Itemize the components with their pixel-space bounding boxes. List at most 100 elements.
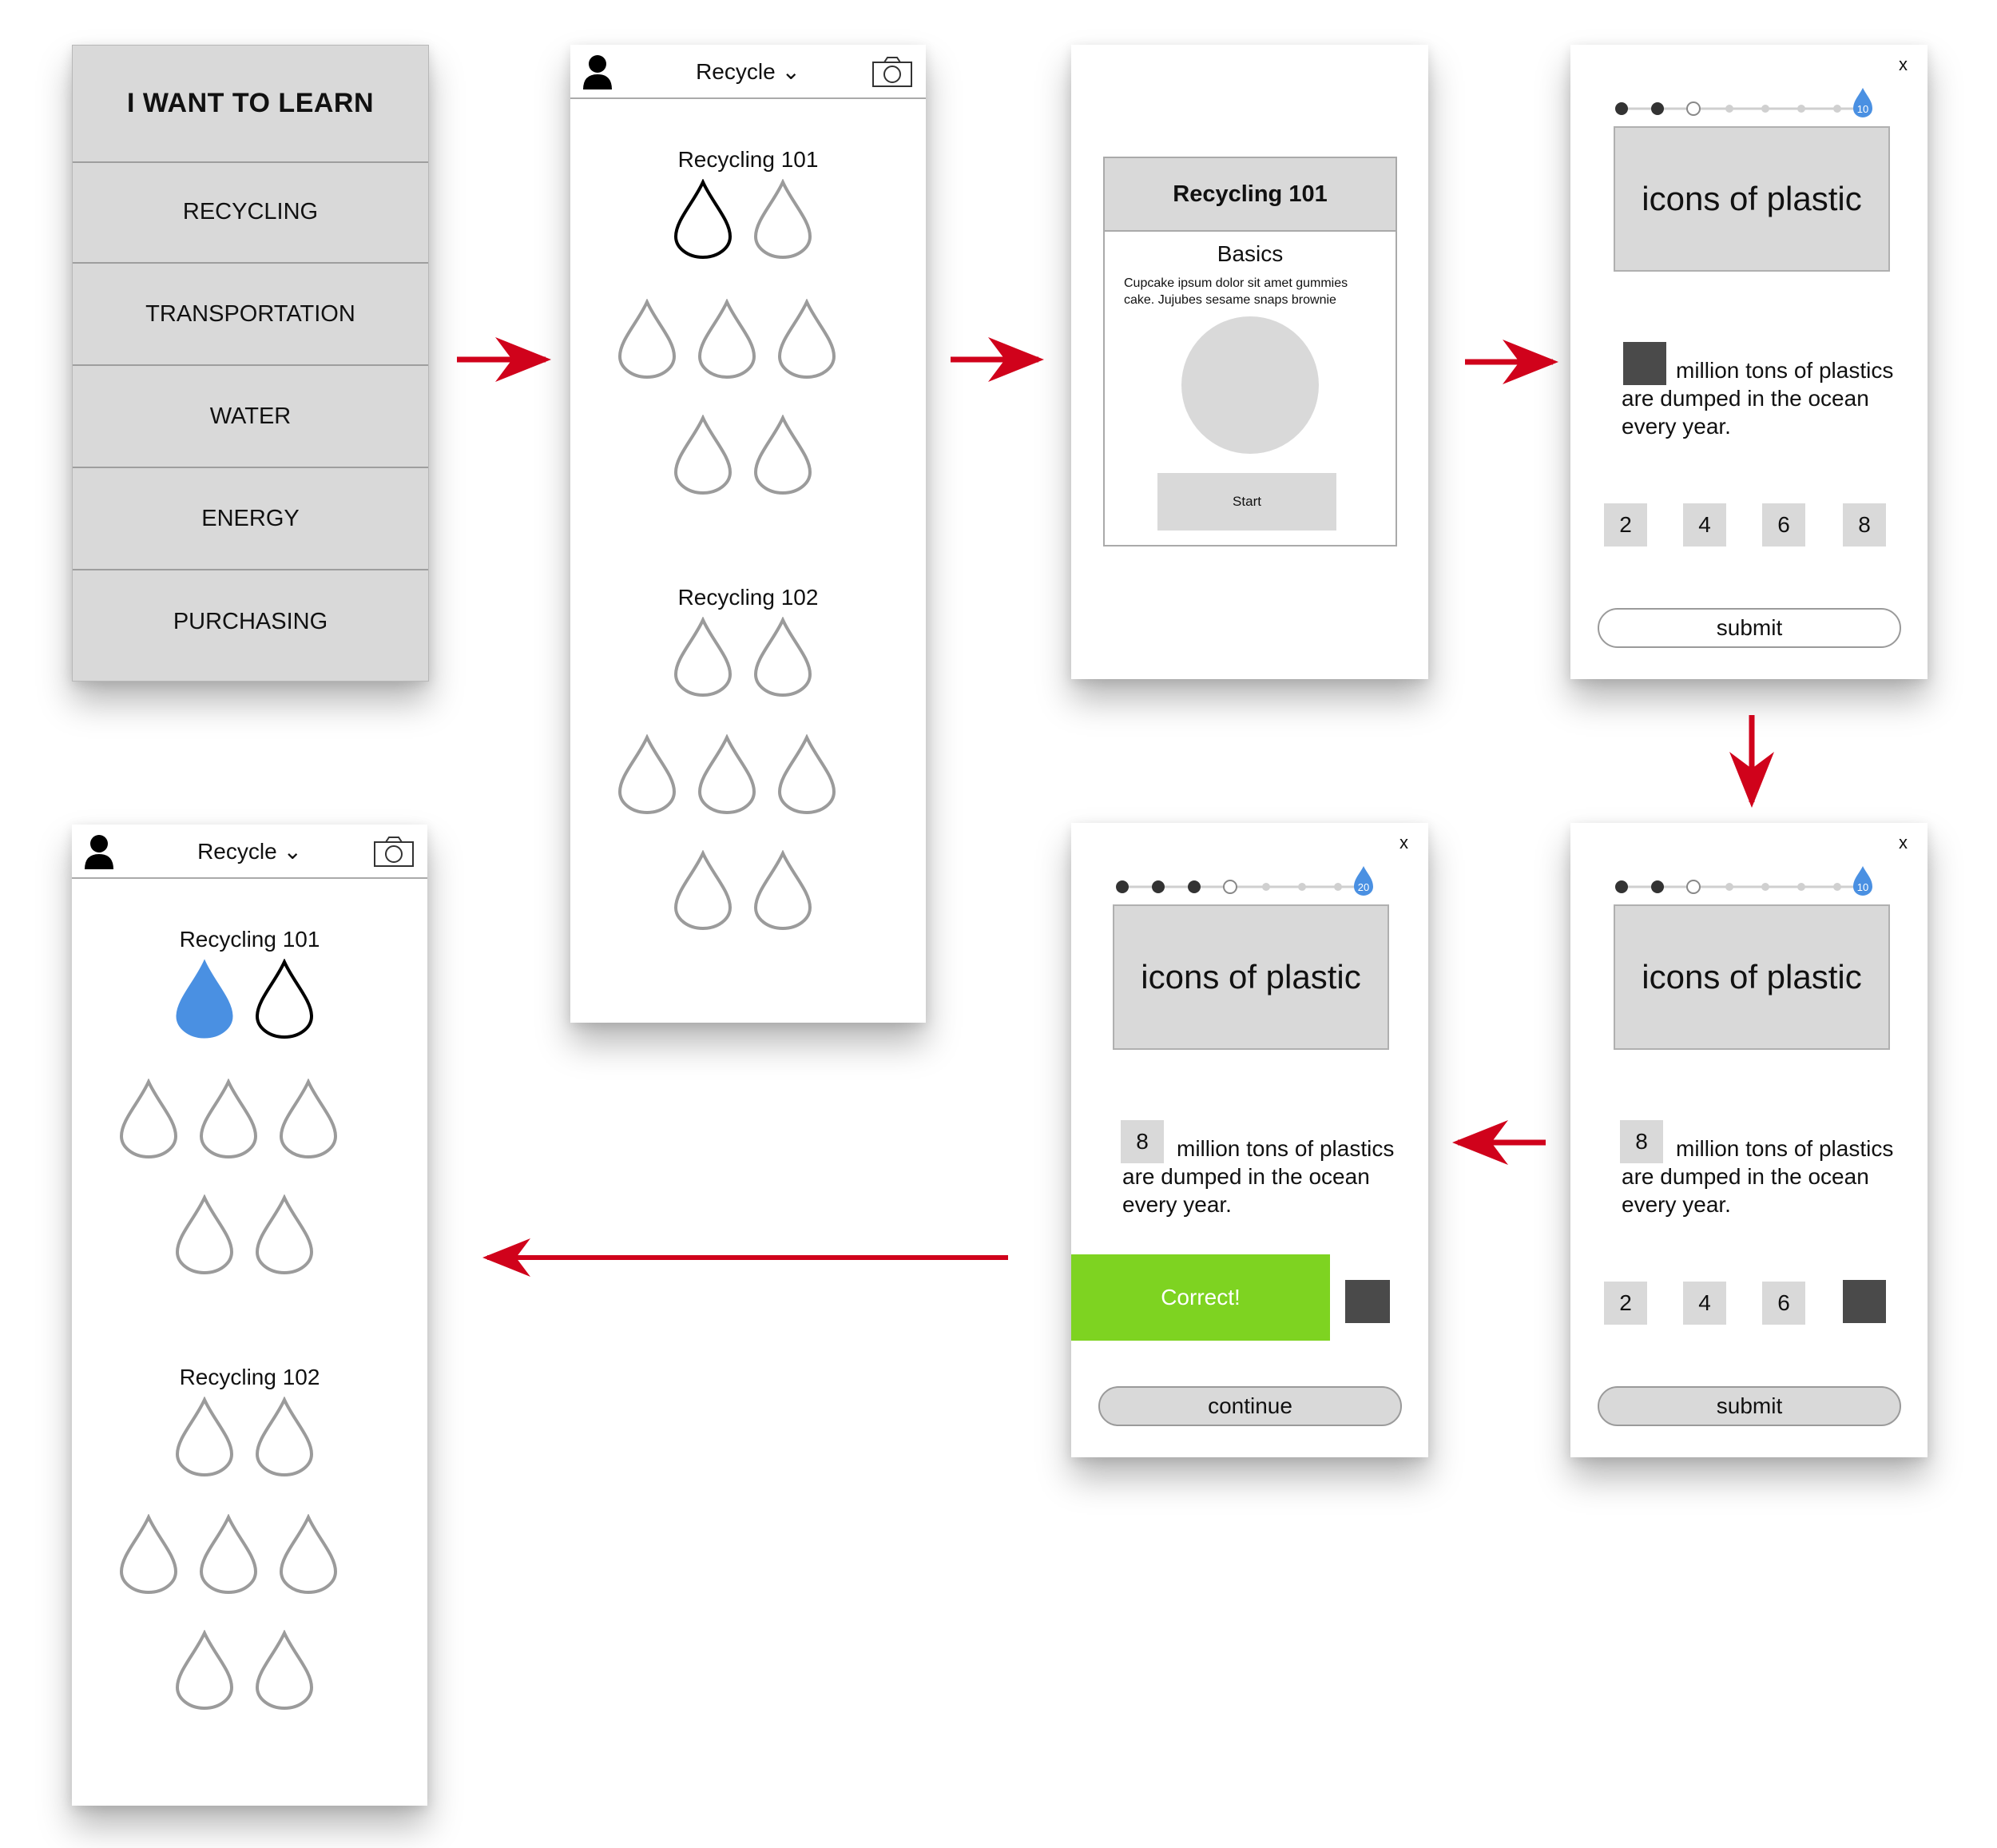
lesson-drop-icon[interactable] [117,1079,181,1158]
progress-dot [1833,105,1841,113]
question-text: million tons of plastics are dumped in t… [1622,1136,1894,1217]
answer-option-6[interactable]: 6 [1762,503,1805,546]
lesson-drop-icon[interactable] [252,959,316,1039]
lesson-drop-icon[interactable] [751,179,815,259]
lesson-drop-icon[interactable] [252,1194,316,1274]
answer-option-8[interactable]: 8 [1843,503,1886,546]
lesson-drop-icon[interactable] [671,415,735,495]
progress-dot [1223,880,1237,894]
close-button[interactable]: x [1899,833,1908,852]
question-image-placeholder: icons of plastic [1113,904,1389,1050]
progress-dot [1298,883,1306,891]
answer-option-4[interactable]: 4 [1683,503,1726,546]
menu-item-energy[interactable]: ENERGY [73,468,428,570]
progress-dot [1615,102,1628,115]
lesson-drop-icon[interactable] [173,1194,236,1274]
progress-dot [1797,105,1805,113]
points-drop-icon [1354,866,1373,896]
lesson-drop-icon[interactable] [671,850,735,930]
answer-option-4[interactable]: 4 [1683,1282,1726,1325]
progress-dot [1188,880,1201,893]
menu-title: I WANT TO LEARN [73,46,428,163]
menu-item-transportation[interactable]: TRANSPORTATION [73,264,428,366]
progress-dot [1615,880,1628,893]
quiz-progress: 10 [1612,863,1884,907]
lesson-drop-icon[interactable] [615,299,679,379]
answer-option-2[interactable]: 2 [1604,503,1647,546]
lesson-drop-icon[interactable] [173,959,236,1039]
progress-dot [1651,102,1664,115]
answer-option-6[interactable]: 6 [1762,1282,1805,1325]
start-button[interactable]: Start [1157,473,1336,531]
top-bar: Recycle ⌄ [570,45,926,99]
progress-dot [1686,101,1701,116]
lesson-drop-icon[interactable] [615,734,679,814]
lesson-intro-screen: Recycling 101 Basics Cupcake ipsum dolor… [1071,45,1428,679]
continue-button[interactable]: continue [1098,1386,1402,1426]
lesson-drop-icon[interactable] [173,1397,236,1476]
lesson-drop-icon[interactable] [276,1514,340,1594]
submit-button[interactable]: submit [1598,1386,1901,1426]
lesson-drop-icon[interactable] [751,617,815,697]
lesson-drop-icon[interactable] [775,734,839,814]
points-drop-icon [1853,88,1872,117]
header-title[interactable]: Recycle ⌄ [197,838,302,864]
progress-dot [1651,880,1664,893]
lesson-drop-icon[interactable] [173,1630,236,1710]
lesson-drop-icon[interactable] [775,299,839,379]
progress-dot [1152,880,1165,893]
quiz-progress: 10 [1612,85,1884,129]
lesson-drop-icon[interactable] [276,1079,340,1158]
submit-button[interactable]: submit [1598,608,1901,648]
question-image-placeholder: icons of plastic [1614,126,1890,272]
camera-icon[interactable] [871,56,913,88]
card-subtitle: Basics [1217,241,1284,266]
user-icon[interactable] [83,834,115,869]
section-title-102: Recycling 102 [179,1365,320,1389]
lesson-drop-icon[interactable] [671,179,735,259]
answer-blank-filled: 8 [1620,1120,1663,1163]
question-text: million tons of plastics are dumped in t… [1622,358,1894,439]
section-title-101: Recycling 101 [179,927,320,952]
lesson-image-circle [1181,316,1319,454]
close-button[interactable]: x [1399,833,1408,852]
lesson-drop-icon[interactable] [751,415,815,495]
progress-track: 10 [1615,88,1872,117]
lesson-drop-icon[interactable] [252,1630,316,1710]
lesson-drop-icon[interactable] [117,1514,181,1594]
user-icon[interactable] [582,54,613,89]
lesson-drop-icon[interactable] [671,617,735,697]
progress-dot [1797,883,1805,891]
quiz-screen-correct: x 20 icons of plastic 8 million tons of … [1071,823,1428,1457]
question-text: million tons of plastics are dumped in t… [1122,1136,1395,1217]
question-image-placeholder: icons of plastic [1614,904,1890,1050]
answer-option-2[interactable]: 2 [1604,1282,1647,1325]
progress-dot [1725,883,1733,891]
intro-card: Recycling 101 Basics Cupcake ipsum dolor… [1103,157,1397,546]
progress-dot [1833,883,1841,891]
header-title[interactable]: Recycle ⌄ [696,58,800,84]
correct-banner: Correct! [1071,1254,1330,1341]
menu-item-purchasing[interactable]: PURCHASING [173,608,328,634]
card-title: Recycling 101 [1105,158,1396,232]
lesson-drop-icon[interactable] [252,1397,316,1476]
card-description: Cupcake ipsum dolor sit amet gummies cak… [1124,276,1348,307]
camera-icon[interactable] [373,836,415,868]
quiz-screen-answered: x 10 icons of plastic 8 million tons of … [1570,823,1928,1457]
answer-blank [1623,342,1666,385]
section-title-102: Recycling 102 [677,585,819,610]
lesson-drop-icon[interactable] [197,1514,260,1594]
lesson-drop-icon[interactable] [197,1079,260,1158]
menu-item-water[interactable]: WATER [73,366,428,468]
menu-item-recycling[interactable]: RECYCLING [73,161,428,264]
lesson-drop-icon[interactable] [751,850,815,930]
progress-dot [1761,105,1769,113]
lesson-drop-icon[interactable] [695,299,759,379]
answer-option-8-selected[interactable] [1843,1280,1886,1323]
section-title-101: Recycling 101 [677,147,819,172]
lesson-drop-icon[interactable] [695,734,759,814]
points-drop-icon [1853,866,1872,896]
recycle-path-screen-updated: Recycle ⌄ Recycling 101 Recycling 102 30 [72,825,427,1806]
close-button[interactable]: x [1899,54,1908,74]
